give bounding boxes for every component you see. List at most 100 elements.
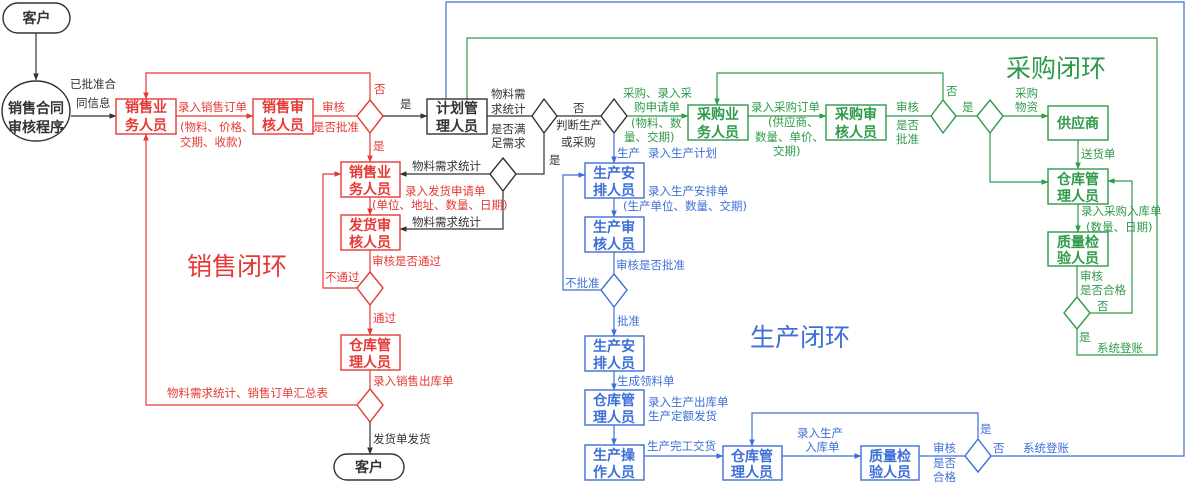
label-purchase-request-4: 量、交期): [624, 130, 675, 144]
buyer-line1: 采购业: [696, 106, 739, 123]
label-sales-review-yes-right: 是: [400, 97, 412, 111]
edge-sales-reject-loop: [143, 72, 371, 100]
label-planner-yes: 是: [549, 153, 561, 167]
prod-warehouse-2-line2: 理人员: [731, 464, 773, 481]
label-enter-prod-outbound-1: 录入生产出库单: [648, 395, 729, 409]
label-prod-review: 审核是否批准: [616, 258, 685, 272]
label-purchase-qc-review-2: 是否合格: [1080, 283, 1126, 297]
label-purchase-goods-2: 物资: [1015, 100, 1038, 114]
purchase-qc-line1: 质量检: [1057, 234, 1099, 251]
label-purchase-qc-yes: 是: [1079, 330, 1091, 344]
purchase-reviewer-line2: 核人员: [835, 124, 877, 141]
node-contract-review: 销售合同 审核程序: [1, 80, 71, 142]
label-enter-production-plan: 录入生产计划: [648, 146, 717, 160]
label-purchase-review-1: 审核: [896, 100, 919, 114]
label-shipping-review: 审核是否通过: [372, 254, 441, 268]
prod-warehouse-2-line1: 仓库管: [730, 448, 773, 465]
label-prod-qc-review-1: 审核: [933, 441, 956, 455]
node-customer-top: 客户: [2, 2, 71, 34]
label-prod-system-post: 系统登账: [1023, 441, 1069, 455]
decision-shipping-pass: [356, 270, 384, 307]
label-purchase-qc-review-1: 审核: [1080, 269, 1103, 283]
purchasing-loop: 采购、录入采 购申请单 (物料、数 量、交期) 采购业 务人员 录入采购订单 (…: [623, 54, 1162, 355]
label-approved-contract-2: 同信息: [76, 96, 111, 110]
decision-sales-approval: [356, 98, 384, 135]
label-enter-purchase-inbound-1: 录入采购入库单: [1081, 204, 1162, 218]
node-buyer: 采购业 务人员: [687, 104, 749, 141]
sales-loop: 客户 销售合同 审核程序 已批准合 同信息 销售业 务人员 录入销售订单 (物料…: [1, 2, 628, 481]
label-sales-summary: 物料需求统计、销售订单汇总表: [167, 386, 328, 400]
label-production: 生产: [617, 146, 640, 160]
prod-reviewer-line1: 生产审: [593, 219, 635, 236]
label-enter-sales-outbound: 录入销售出库单: [373, 374, 454, 388]
section-title-sales: 销售闭环: [187, 252, 287, 281]
label-purchase-request-2: 购申请单: [634, 100, 680, 114]
label-enter-sales-order: 录入销售订单: [178, 100, 247, 114]
label-delivery-note: 送货单: [1081, 147, 1116, 161]
label-ship-goods: 发货单发货: [373, 432, 431, 446]
purchase-qc-line2: 验人员: [1057, 250, 1099, 267]
node-prod-scheduler-2: 生产安 排人员: [584, 335, 645, 372]
label-purchase-system-post: 系统登账: [1097, 341, 1143, 355]
node-shipping-reviewer: 发货审 核人员: [340, 214, 401, 251]
customer-bottom-label: 客户: [354, 459, 383, 476]
contract-review-line2: 审核程序: [8, 119, 64, 136]
label-purchase-review-3: 批准: [896, 132, 919, 146]
label-purchase-review-no: 否: [946, 84, 958, 98]
node-supplier: 供应商: [1047, 105, 1109, 141]
node-purchase-warehouse: 仓库管 理人员: [1047, 168, 1109, 205]
label-prod-approve: 批准: [617, 314, 640, 328]
edge-production-system-post-loop: [445, 1, 1185, 457]
purchase-warehouse-line2: 理人员: [1057, 188, 1099, 205]
prod-scheduler-2-line2: 排人员: [593, 355, 635, 372]
prod-scheduler-line1: 生产安: [593, 165, 635, 182]
sales-reviewer-line1: 销售审: [262, 99, 304, 116]
decision-prod-qc: [964, 437, 992, 474]
edge-stats-to-shipping-reviewer: [399, 191, 504, 232]
edge-prod-qc-yes-loop: [749, 412, 979, 447]
node-prod-scheduler: 生产安 排人员: [584, 162, 645, 199]
node-purchase-reviewer: 采购审 核人员: [825, 104, 887, 141]
prod-qc-line2: 验人员: [869, 464, 911, 481]
label-purchase-request-3: (物料、数: [631, 116, 682, 130]
node-sales-reviewer: 销售审 核人员: [252, 98, 314, 135]
edge-route-to-warehouse: [989, 133, 1049, 185]
prod-warehouse-line1: 仓库管: [592, 392, 635, 409]
label-purchase-review-yes: 是: [962, 100, 974, 114]
label-enter-purchase-inbound-2: (数量、日期): [1086, 220, 1152, 234]
label-generate-picking: 生成领料单: [617, 374, 675, 388]
prod-scheduler-2-line1: 生产安: [593, 338, 635, 355]
prod-operator-line2: 作人员: [593, 464, 635, 481]
label-purchase-order-detail-1: (供应商、: [768, 115, 819, 129]
node-prod-qc: 质量检 验人员: [860, 445, 920, 481]
production-loop: 生产 录入生产计划 生产安 排人员 录入生产安排单 (生产单位、数量、交期) 生…: [562, 133, 1069, 483]
label-enter-prod-outbound-2: 生产定额发货: [648, 409, 717, 423]
sales-rep-2-line2: 务人员: [349, 181, 391, 198]
label-purchase-qc-no: 否: [1097, 299, 1109, 313]
node-prod-operator: 生产操 作人员: [584, 444, 645, 481]
supplier-label: 供应商: [1056, 115, 1099, 132]
sales-rep-2-line1: 销售业: [349, 164, 391, 181]
sales-rep-line2: 务人员: [125, 117, 167, 134]
node-purchase-qc: 质量检 验人员: [1047, 231, 1109, 267]
label-enter-purchase-order: 录入采购订单: [751, 100, 820, 114]
edge-sales-summary-loop: [143, 133, 357, 406]
label-shipping-request-detail: (单位、地址、数量、日期): [372, 198, 507, 212]
prod-reviewer-line2: 核人员: [593, 236, 635, 253]
sales-warehouse-line1: 仓库管: [348, 337, 391, 354]
label-enter-shipping-request: 录入发货申请单: [405, 184, 486, 198]
label-purchase-goods-1: 采购: [1015, 86, 1038, 100]
label-decide-1: 判断生产: [556, 118, 602, 132]
label-finished-delivery: 生产完工交货: [647, 439, 716, 453]
label-prod-reject: 不批准: [565, 276, 600, 290]
label-planner-check-1: 物料需: [491, 87, 526, 101]
label-schedule-detail: (生产单位、数量、交期): [623, 199, 747, 213]
label-sales-order-detail-1: (物料、价格、: [180, 120, 254, 134]
label-prod-qc-review-2: 是否: [933, 456, 956, 470]
label-decide-2: 或采购: [561, 135, 596, 149]
label-sales-review-2: 是否批准: [313, 120, 359, 134]
node-sales-rep-2: 销售业 务人员: [340, 161, 401, 198]
planner-line1: 计划管: [436, 100, 478, 117]
edge-prod-reject-loop: [562, 172, 601, 291]
node-sales-warehouse: 仓库管 理人员: [340, 334, 401, 371]
